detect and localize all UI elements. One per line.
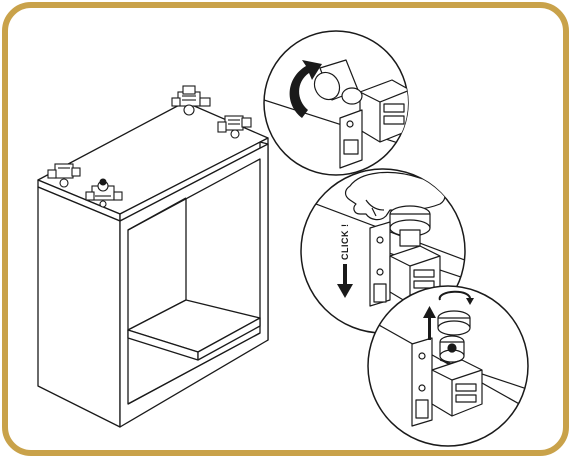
fitting-front-left — [47, 163, 81, 188]
fitting-back-left — [171, 85, 211, 116]
connector-fittings — [47, 85, 252, 208]
circular-arrow-icon — [438, 290, 474, 305]
fitting-front-center — [85, 178, 123, 208]
detail-step-3 — [367, 285, 529, 447]
up-arrow-icon — [423, 306, 436, 340]
fitting-back-right — [217, 115, 252, 139]
detail-step-1 — [263, 30, 409, 176]
curved-arrow-icon — [289, 60, 322, 118]
click-label: CLICK ! — [340, 224, 350, 261]
down-arrow-icon — [337, 264, 353, 298]
cabinet-carcass — [37, 101, 269, 428]
cabinet-left-side — [37, 186, 121, 428]
